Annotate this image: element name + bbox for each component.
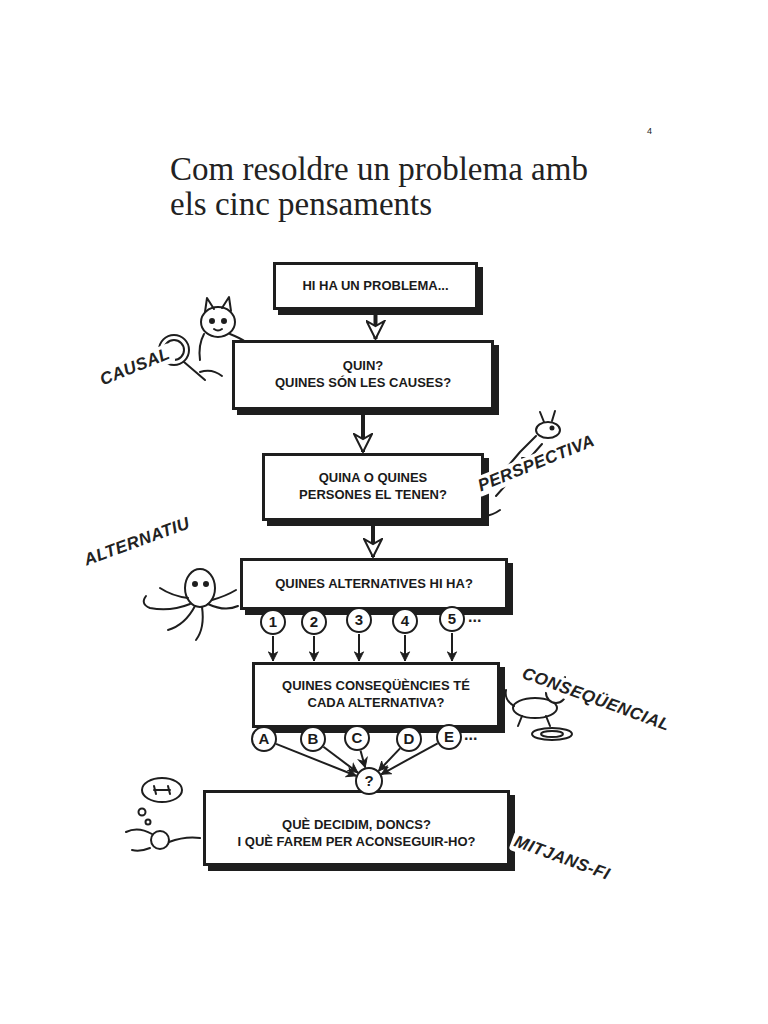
thinking-label: MITJANS-FI <box>509 831 616 886</box>
step-circle: ? <box>355 767 383 795</box>
ellipsis: ... <box>464 726 477 744</box>
branch-arrow <box>358 634 360 661</box>
callout-label: 5 <box>448 609 456 629</box>
callout-label: 2 <box>310 612 318 632</box>
question-text: QUINA O QUINES PERSONES EL TENEN? <box>286 470 461 504</box>
callout-label: 4 <box>401 611 409 631</box>
page-number: 4 <box>647 126 652 136</box>
branch-arrow <box>404 635 406 661</box>
step-circle: A <box>251 726 277 752</box>
title: Com resoldre un problema amb els cinc pe… <box>170 152 610 221</box>
octopus <box>144 569 238 640</box>
flow-arrow <box>374 311 378 339</box>
thinking-label: ALTERNATIU <box>79 513 196 572</box>
callout-label: E <box>444 727 454 747</box>
question-text: QUINES ALTERNATIVES HI HA? <box>275 576 473 593</box>
flow-arrow <box>361 411 365 452</box>
thinking-label: CAUSAL <box>94 343 176 391</box>
step-circle: B <box>300 726 326 752</box>
callout-label: ? <box>364 771 373 791</box>
step-circle: E <box>436 724 462 750</box>
step-circle: D <box>396 726 422 752</box>
step-circle: 3 <box>346 607 372 633</box>
question-text: QUÈ DECIDIM, DONCS? <box>282 817 431 834</box>
callout-label: B <box>308 729 319 749</box>
branch-arrow <box>313 636 315 661</box>
thinking-label: PERSPECTIVA <box>472 430 600 497</box>
question-box: QUINES CONSEQÜÈNCIES TÉ CADA ALTERNATIVA… <box>252 662 500 728</box>
question-box: QUÈ DECIDIM, DONCS?I QUÈ FAREM PER ACONS… <box>203 790 510 866</box>
callout-label: D <box>404 729 415 749</box>
question-box: QUIN?QUINES SÓN LES CAUSES? <box>232 340 494 410</box>
question-text: HI HA UN PROBLEMA... <box>302 278 448 295</box>
step-circle: 4 <box>392 608 418 634</box>
question-box: HI HA UN PROBLEMA... <box>273 262 478 310</box>
branch-arrow <box>323 747 357 773</box>
callout-label: 3 <box>355 610 363 630</box>
question-box: QUINA O QUINES PERSONES EL TENEN? <box>262 453 484 521</box>
step-circle: 2 <box>301 609 327 635</box>
question-text: QUINES SÓN LES CAUSES? <box>275 375 451 392</box>
branch-arrow <box>360 751 365 768</box>
step-circle: 1 <box>260 609 286 635</box>
question-text: I QUÈ FAREM PER ACONSEGUIR-HO? <box>238 834 476 851</box>
step-circle: C <box>344 725 370 751</box>
branch-arrow <box>379 748 400 770</box>
branch-arrow <box>272 636 274 661</box>
lying-person <box>126 778 200 851</box>
flow-arrow <box>371 522 375 557</box>
step-circle: 5 <box>439 606 465 632</box>
callout-label: 1 <box>269 612 277 632</box>
ellipsis: ... <box>468 608 481 626</box>
branch-arrow <box>451 633 453 661</box>
question-text: QUINES CONSEQÜÈNCIES TÉ CADA ALTERNATIVA… <box>276 678 476 712</box>
question-text: QUIN? <box>343 358 383 375</box>
question-box: QUINES ALTERNATIVES HI HA? <box>240 558 508 610</box>
callout-label: C <box>352 728 363 748</box>
callout-label: A <box>259 729 270 749</box>
